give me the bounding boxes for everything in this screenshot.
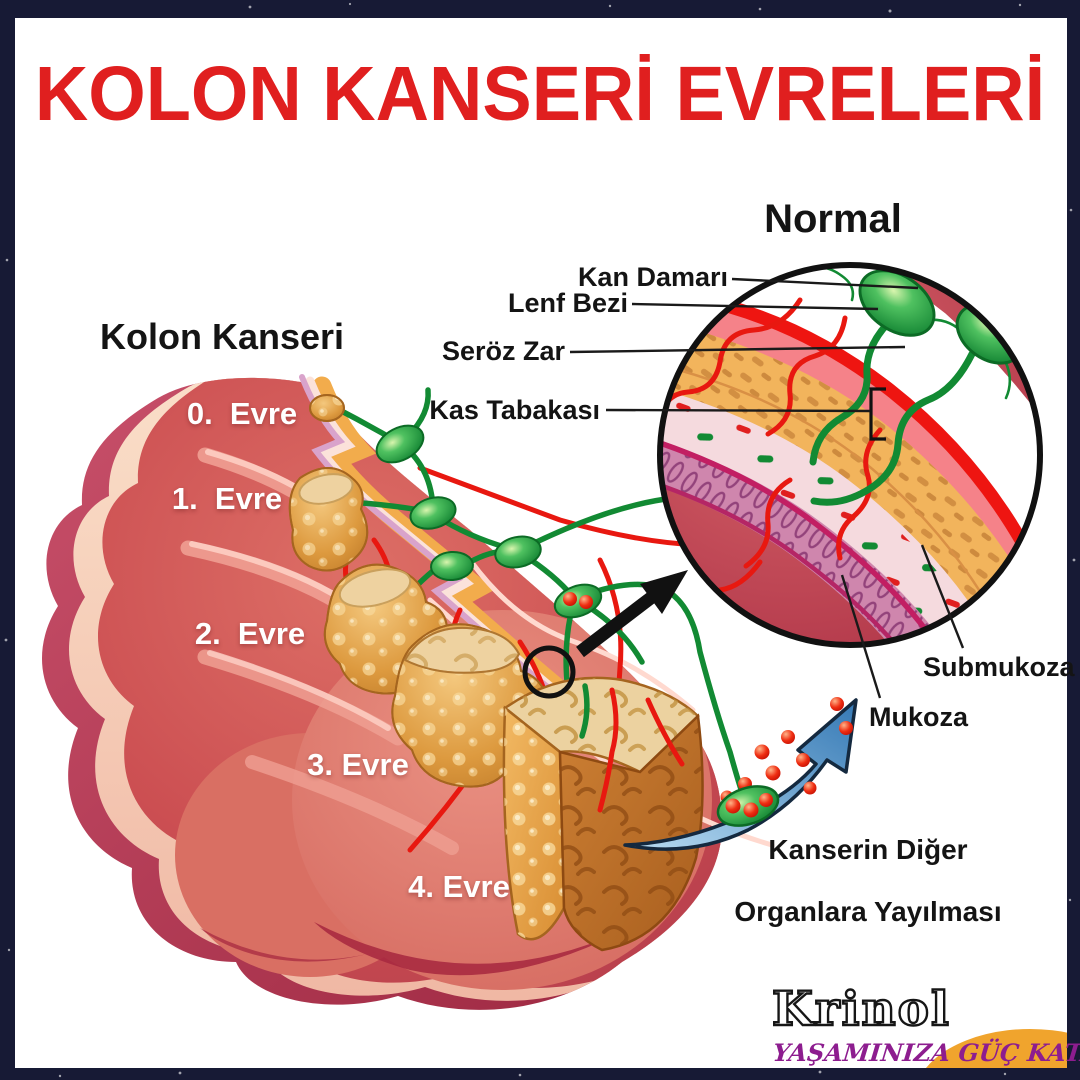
submucosa-label: Submukoza (923, 652, 1075, 682)
magnifier-annotation (522, 570, 688, 699)
stage-2-label: 2. Evre (194, 616, 306, 651)
brand-logo-text: Krinol (771, 981, 951, 1038)
metastasis-spread-arrow (623, 697, 858, 851)
zoom-arrow-head (640, 570, 688, 614)
serosa-label: Seröz Zar (441, 336, 565, 366)
kas-tabakasi-leader (605, 408, 871, 413)
label-leader-lines (569, 277, 965, 699)
mucosa-label: Mukoza (869, 702, 969, 732)
stage0-polyp (309, 394, 345, 422)
seroz-zar-leader (569, 345, 906, 354)
metastasis-note-line1: Kanserin Diğer (768, 834, 968, 865)
stage4-tumor-block (502, 676, 704, 952)
lymph-node-label: Lenf Bezi (507, 288, 628, 318)
star-specks (4, 2, 1076, 1078)
magnifier-circle (522, 645, 576, 699)
brand-tagline: YAŞAMINIZA GÜÇ KATAR (771, 1038, 1080, 1067)
stage3-tumor (391, 623, 549, 788)
normal-section-heading: Normal (764, 197, 902, 241)
poster-title: KOLON KANSERİ EVRELERİ (34, 51, 1046, 137)
blood-vessel-label: Kan Damarı (577, 262, 728, 292)
lenf-bezi-leader (631, 302, 879, 311)
stage-4-label: 4. Evre (408, 869, 510, 904)
stage1-tumor (288, 467, 369, 572)
cancer-section-heading: Kolon Kanseri (100, 316, 345, 357)
tumor-stages (288, 394, 549, 788)
stage-3-label: 3. Evre (307, 747, 409, 782)
zoom-arrow-shaft (576, 591, 656, 658)
metastasis-note: Kanserin Diğer Organlara Yayılması (713, 834, 1023, 927)
lymph-nodes (375, 424, 603, 619)
kan-damari-leader (731, 277, 919, 290)
mukoza-leader (840, 574, 882, 699)
stage-1-label: 1. Evre (171, 481, 283, 516)
logo-orange-dome (926, 1029, 1067, 1068)
metastasis-note-line2: Organlara Yayılması (734, 896, 1002, 927)
stage-0-label: 0. Evre (186, 396, 298, 431)
muscle-layer-label: Kas Tabakası (429, 395, 600, 425)
inset-border-circle (657, 262, 1043, 648)
submukoza-leader (920, 544, 965, 649)
